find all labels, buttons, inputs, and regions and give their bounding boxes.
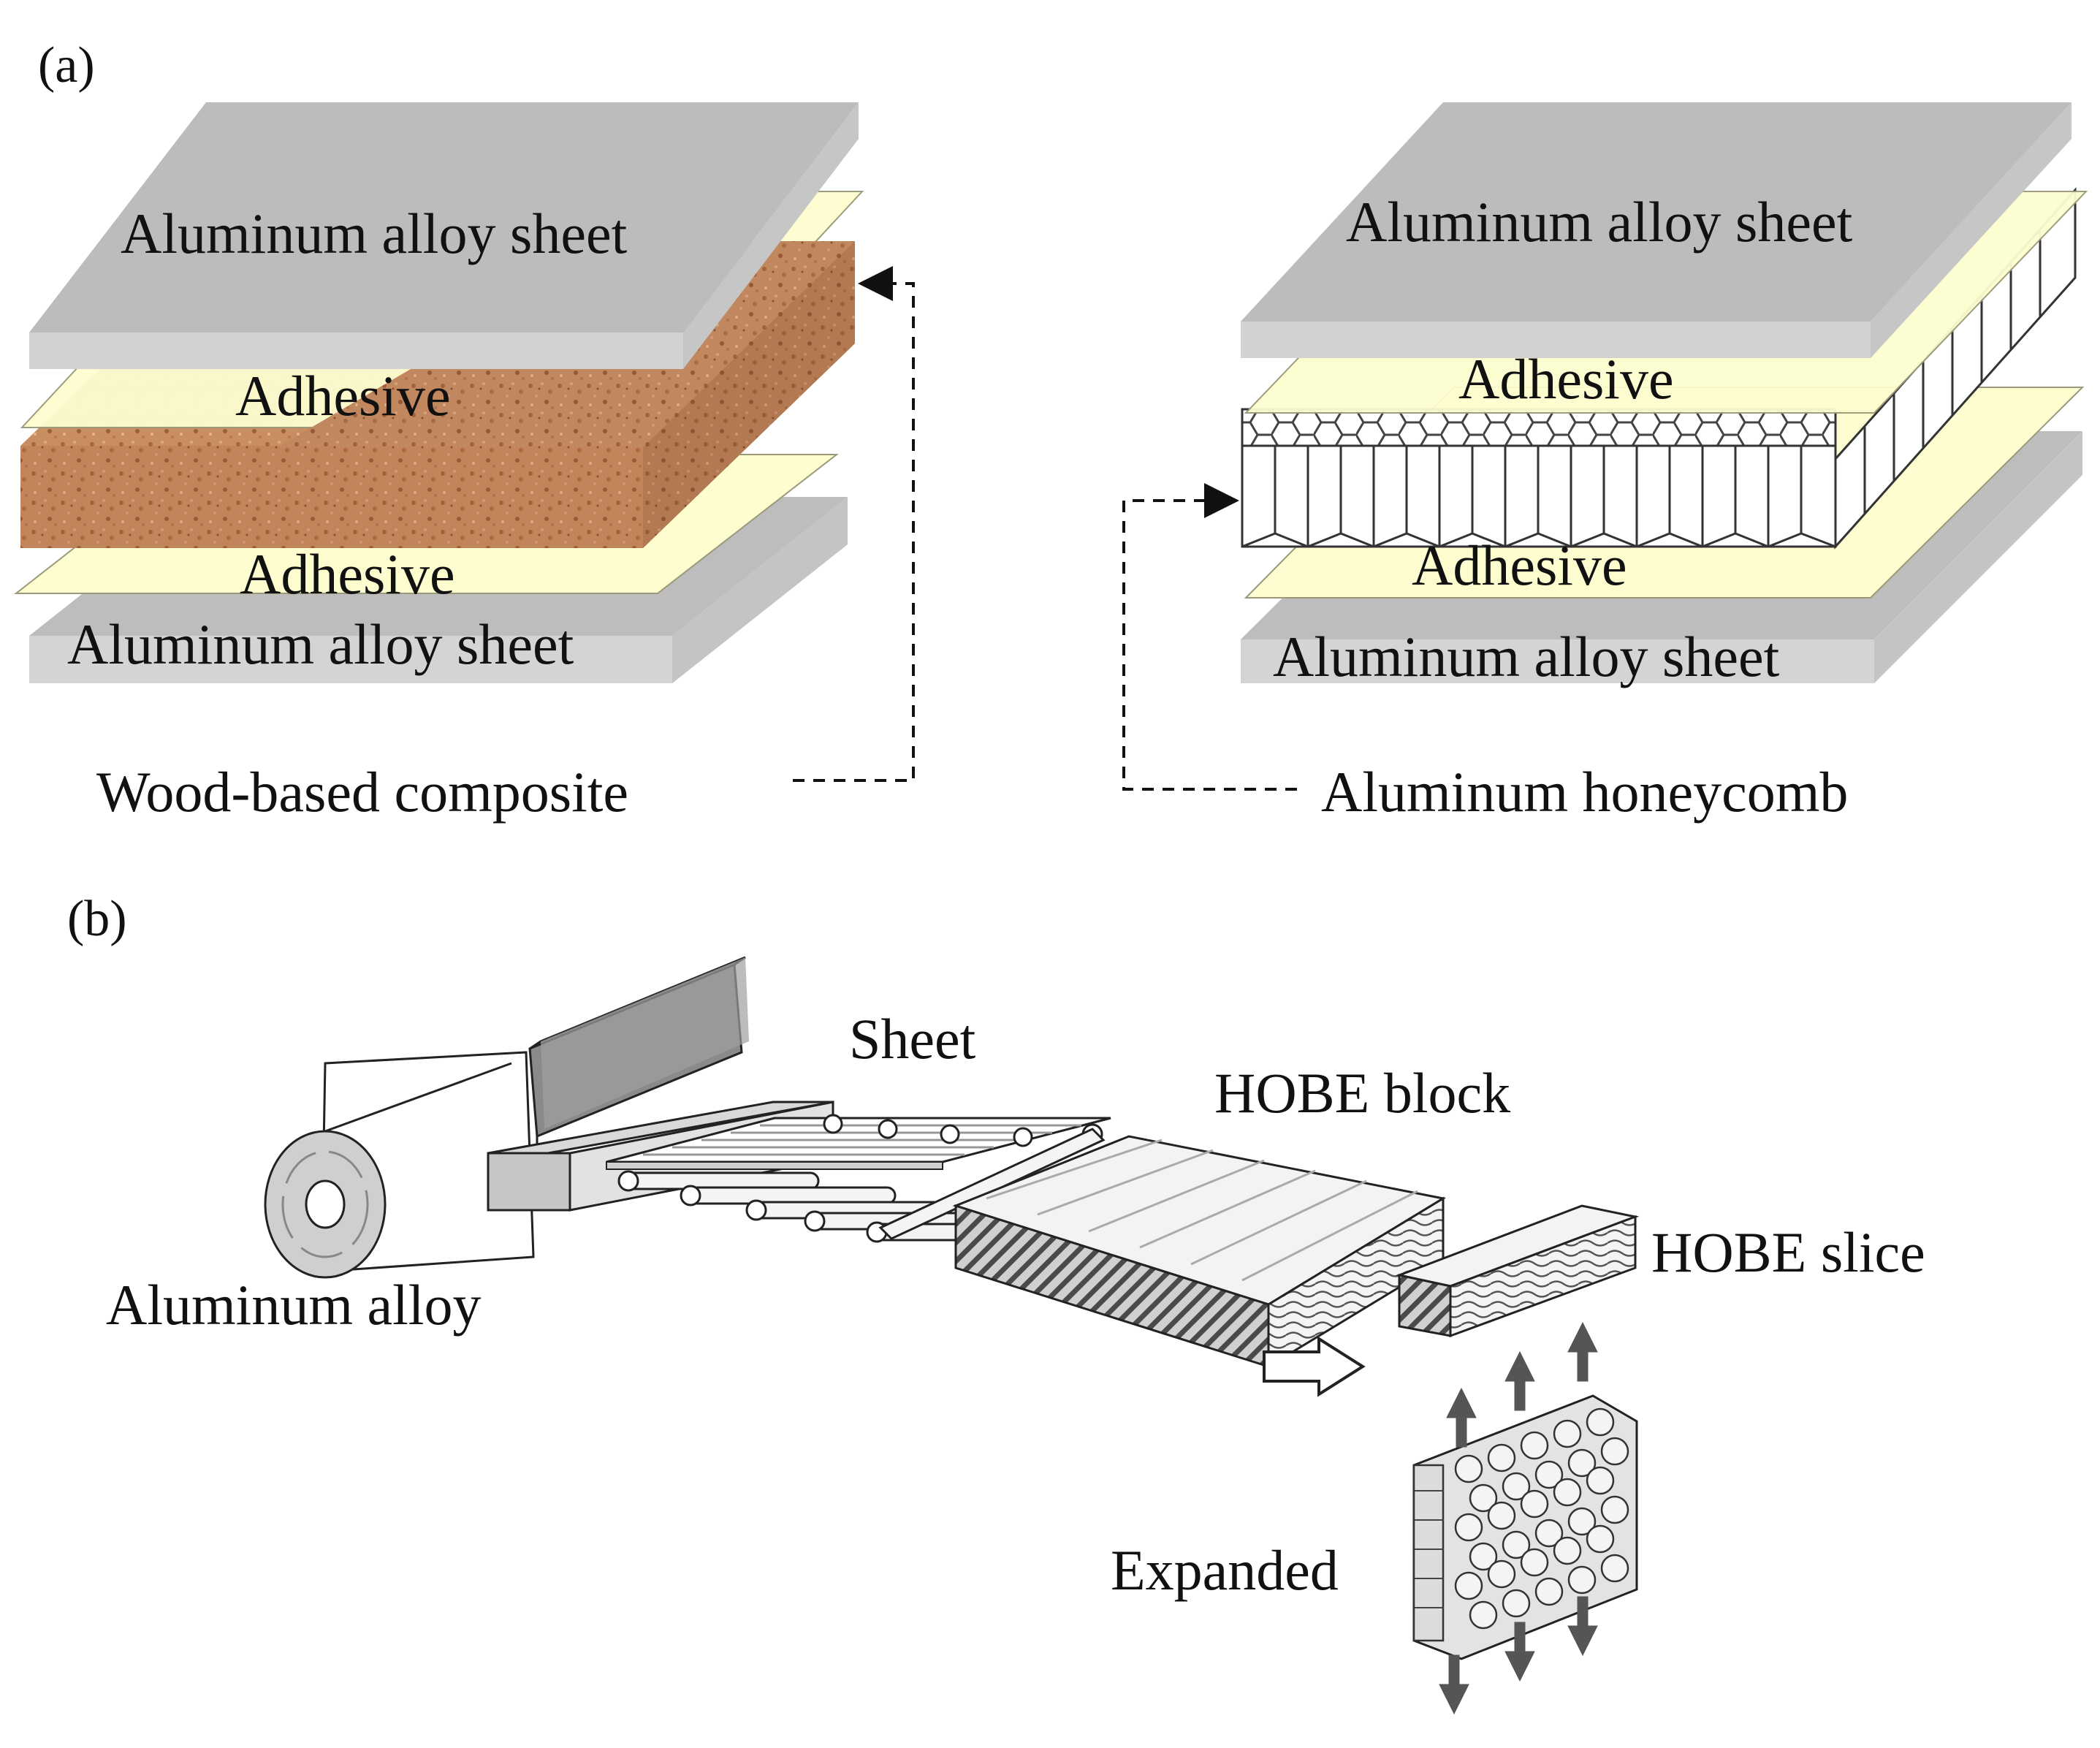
honeycomb-caption: Aluminum honeycomb (1321, 760, 1848, 824)
panel-b-tag: (b) (67, 891, 127, 947)
wood-leader-arrow (793, 266, 915, 782)
expanded-honeycomb (1412, 1394, 1638, 1660)
aluminum-alloy-roll (264, 1051, 535, 1279)
expanded-label: Expanded (1111, 1538, 1339, 1602)
hobe-block (952, 1135, 1447, 1369)
left-top-aluminum-sheet (29, 102, 859, 369)
process-arrow (1263, 1336, 1366, 1397)
left-adhesive-bottom-label: Adhesive (240, 542, 455, 606)
left-bottom-sheet-label: Aluminum alloy sheet (67, 612, 574, 676)
expand-arrow-up-1 (1446, 1387, 1477, 1448)
right-bottom-sheet-label: Aluminum alloy sheet (1273, 625, 1780, 688)
right-top-sheet-label: Aluminum alloy sheet (1346, 190, 1853, 254)
left-top-sheet-label: Aluminum alloy sheet (121, 202, 628, 265)
expand-arrow-down-2 (1504, 1622, 1535, 1682)
right-adhesive-top-label: Adhesive (1458, 347, 1674, 411)
hobe-block-label: HOBE block (1214, 1061, 1510, 1125)
right-sandwich: Aluminum alloy sheet Adhesive Adhesive A… (1241, 102, 2088, 688)
right-adhesive-bottom-label: Adhesive (1412, 533, 1627, 597)
wood-composite-caption: Wood-based composite (96, 760, 628, 824)
aluminum-alloy-label: Aluminum alloy (106, 1273, 481, 1337)
sheet-label: Sheet (849, 1007, 976, 1071)
expansion-arrows (1439, 1321, 1598, 1715)
hobe-slice-label: HOBE slice (1651, 1220, 1925, 1284)
hobe-slice (1395, 1204, 1640, 1338)
honeycomb-core (1241, 187, 2077, 550)
right-top-aluminum-sheet (1241, 102, 2072, 358)
expand-arrow-up-2 (1504, 1350, 1535, 1411)
expand-arrow-down-3 (1567, 1596, 1598, 1657)
expand-arrow-up-3 (1567, 1321, 1598, 1382)
left-sandwich: Aluminum alloy sheet Adhesive Adhesive A… (14, 102, 864, 683)
honeycomb-leader-arrow (1122, 483, 1297, 791)
expand-arrow-down-1 (1439, 1654, 1469, 1715)
left-adhesive-top-label: Adhesive (235, 364, 451, 428)
cutter-blade (528, 956, 749, 1195)
panel-a-tag: (a) (38, 37, 95, 94)
